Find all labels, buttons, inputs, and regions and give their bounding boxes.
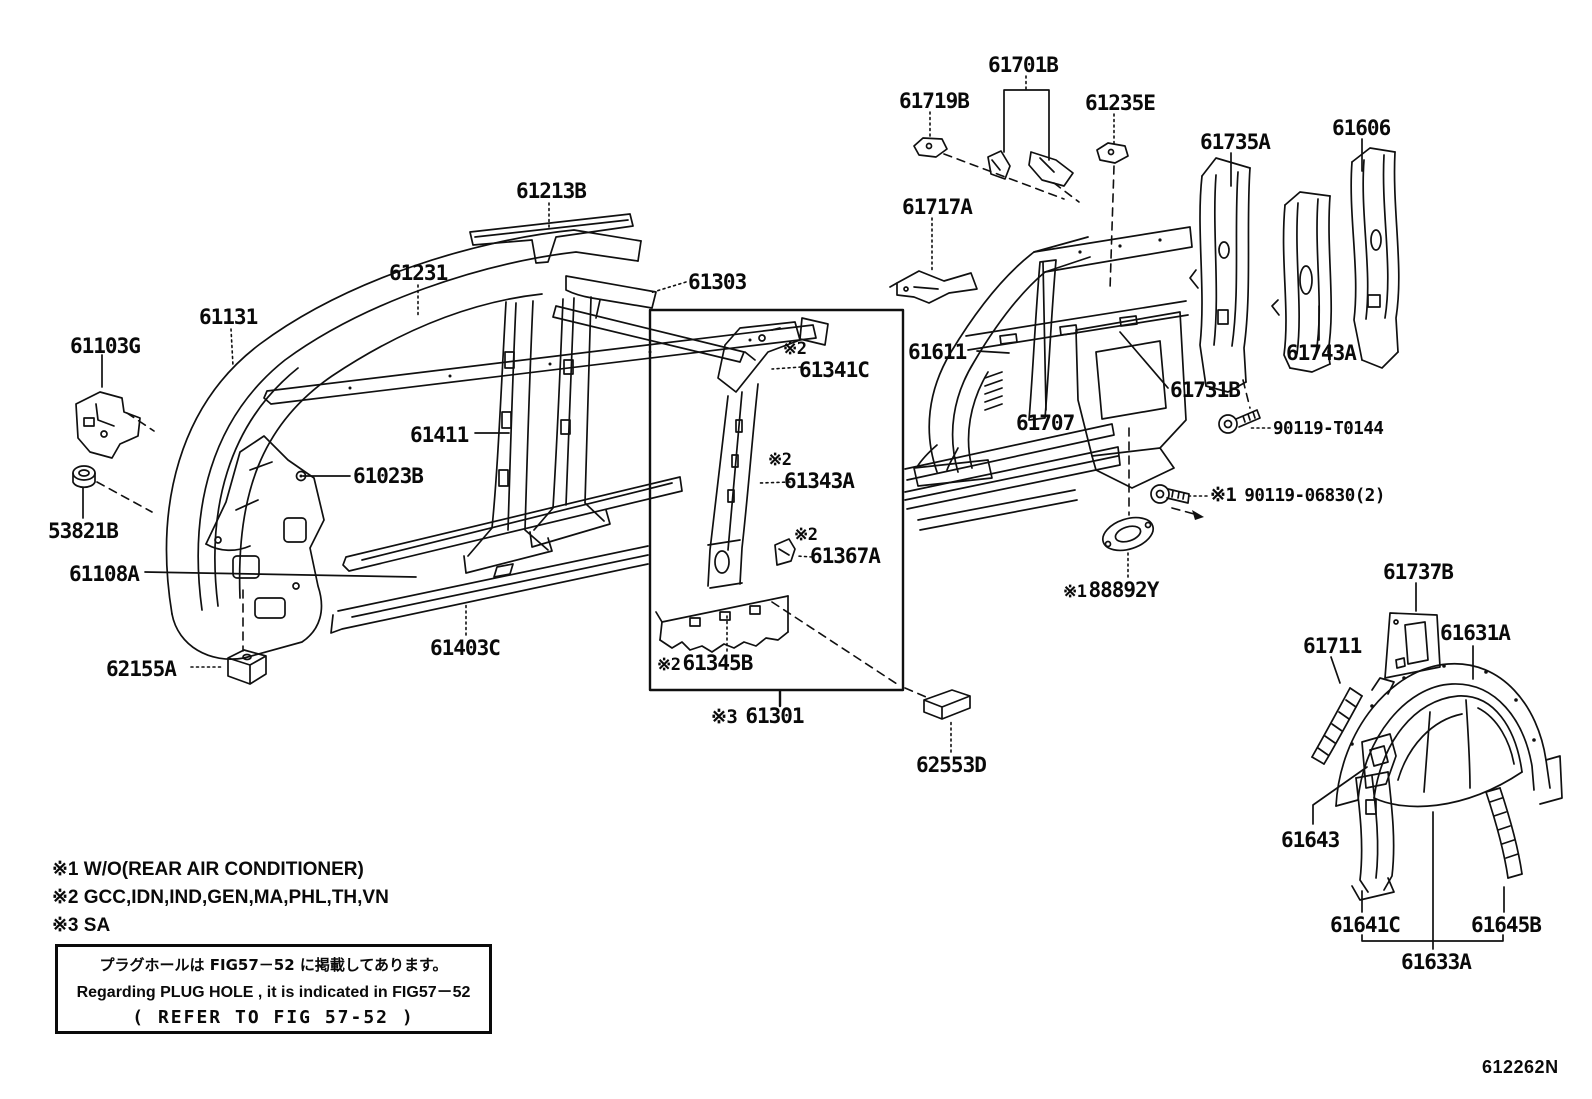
part-label-61606: 61606 — [1332, 116, 1391, 140]
part-label-188892Y: ※188892Y — [1063, 578, 1159, 602]
info-box-japanese-text: プラグホールは FIG57－52 に掲載してあります。 — [99, 956, 448, 974]
part-label-61645B: 61645B — [1471, 913, 1542, 937]
clip-61719B-art — [913, 137, 948, 158]
spacer-block-art — [227, 649, 267, 685]
footnote-2: ※2 GCC,IDN,IND,GEN,MA,PHL,TH,VN — [52, 887, 389, 908]
part-label-61343A: ※2 61343A — [768, 450, 855, 493]
block-62553D-art — [923, 689, 971, 720]
bracket-61701B-art — [987, 150, 1074, 187]
footnotes: ※1 W/O(REAR AIR CONDITIONER) ※2 GCC,IDN,… — [52, 856, 389, 940]
part-label-61643: 61643 — [1281, 828, 1340, 852]
part-label-61711: 61711 — [1303, 634, 1362, 658]
dashed-lines — [96, 153, 1251, 698]
cowl-bracket-art — [75, 391, 141, 459]
part-label-61341C: ※2 61341C — [783, 339, 870, 382]
part-label-61367A: ※2 61367A — [794, 525, 881, 568]
part-label-61403C: 61403C — [430, 636, 501, 660]
part-label-61707: 61707 — [1016, 411, 1075, 435]
grommet-art — [72, 465, 96, 489]
part-label-61235E: 61235E — [1085, 91, 1156, 115]
footnote-1: ※1 W/O(REAR AIR CONDITIONER) — [52, 859, 364, 880]
plug-hole-info-box: プラグホールは FIG57－52 に掲載してあります。 Regarding PL… — [55, 944, 492, 1034]
part-label-61743A: 61743A — [1286, 341, 1357, 365]
windshield-header-rail-art — [469, 213, 634, 264]
part-label-90119-T0144: 90119-T0144 — [1273, 419, 1384, 439]
part-label-61611: 61611 — [908, 340, 967, 364]
roof-side-rail-art — [263, 317, 829, 405]
part-label-61641C: 61641C — [1330, 913, 1401, 937]
plug-plate-188892Y-art — [1101, 516, 1155, 552]
part-label-61735A: 61735A — [1200, 130, 1271, 154]
part-label-62553D: 62553D — [916, 753, 987, 777]
b-pillar-detail-box-art — [648, 308, 905, 692]
wheelhouse-assembly-art — [1311, 612, 1563, 901]
part-label-61108A: 61108A — [69, 562, 140, 586]
part-label-61411: 61411 — [410, 423, 469, 447]
part-label-61631A: 61631A — [1440, 621, 1511, 645]
part-label-61633A: 61633A — [1401, 950, 1472, 974]
footnote-3: ※3 SA — [52, 915, 111, 936]
arrowhead-icon — [1192, 510, 1204, 520]
part-label-61231: 61231 — [389, 261, 448, 285]
part-label-61131: 61131 — [199, 305, 258, 329]
part-label-61345B: ※261345B — [657, 651, 753, 675]
pillar-61606-art — [1350, 147, 1400, 369]
part-label-61719B: 61719B — [899, 89, 970, 113]
bolt-icon-90119T0144 — [1218, 409, 1261, 434]
center-pillar-outer-top-art — [565, 275, 657, 319]
info-box-refer-text: ( REFER TO FIG 57-52 ) — [132, 1007, 415, 1028]
part-label-61023B: 61023B — [353, 464, 424, 488]
part-label-61103G: 61103G — [70, 334, 141, 358]
leader-lines-dotted — [190, 75, 1271, 753]
leader-lines-solid — [82, 89, 1505, 950]
bolt-icon-9011906830 — [1150, 484, 1190, 504]
part-label-61731B: 61731B — [1170, 378, 1241, 402]
part-label-61701B: 61701B — [988, 53, 1059, 77]
rocker-panel-art — [330, 423, 1121, 634]
pillar-61743A-art — [1271, 191, 1333, 373]
part-label-61717A: 61717A — [902, 195, 973, 219]
part-label-62155A: 62155A — [106, 657, 177, 681]
figure-code: 612262N — [1482, 1057, 1559, 1077]
part-label-61737B: 61737B — [1383, 560, 1454, 584]
clip-61235E-art — [1096, 142, 1129, 164]
info-box-english-text: Regarding PLUG HOLE , it is indicated in… — [76, 984, 471, 1001]
pillar-61735A-art — [1189, 157, 1251, 393]
quarter-panel-inner-art — [889, 226, 1193, 489]
part-label-53821B: 53821B — [48, 519, 119, 543]
part-label-61213B: 61213B — [516, 179, 587, 203]
part-label-61303: 61303 — [688, 270, 747, 294]
